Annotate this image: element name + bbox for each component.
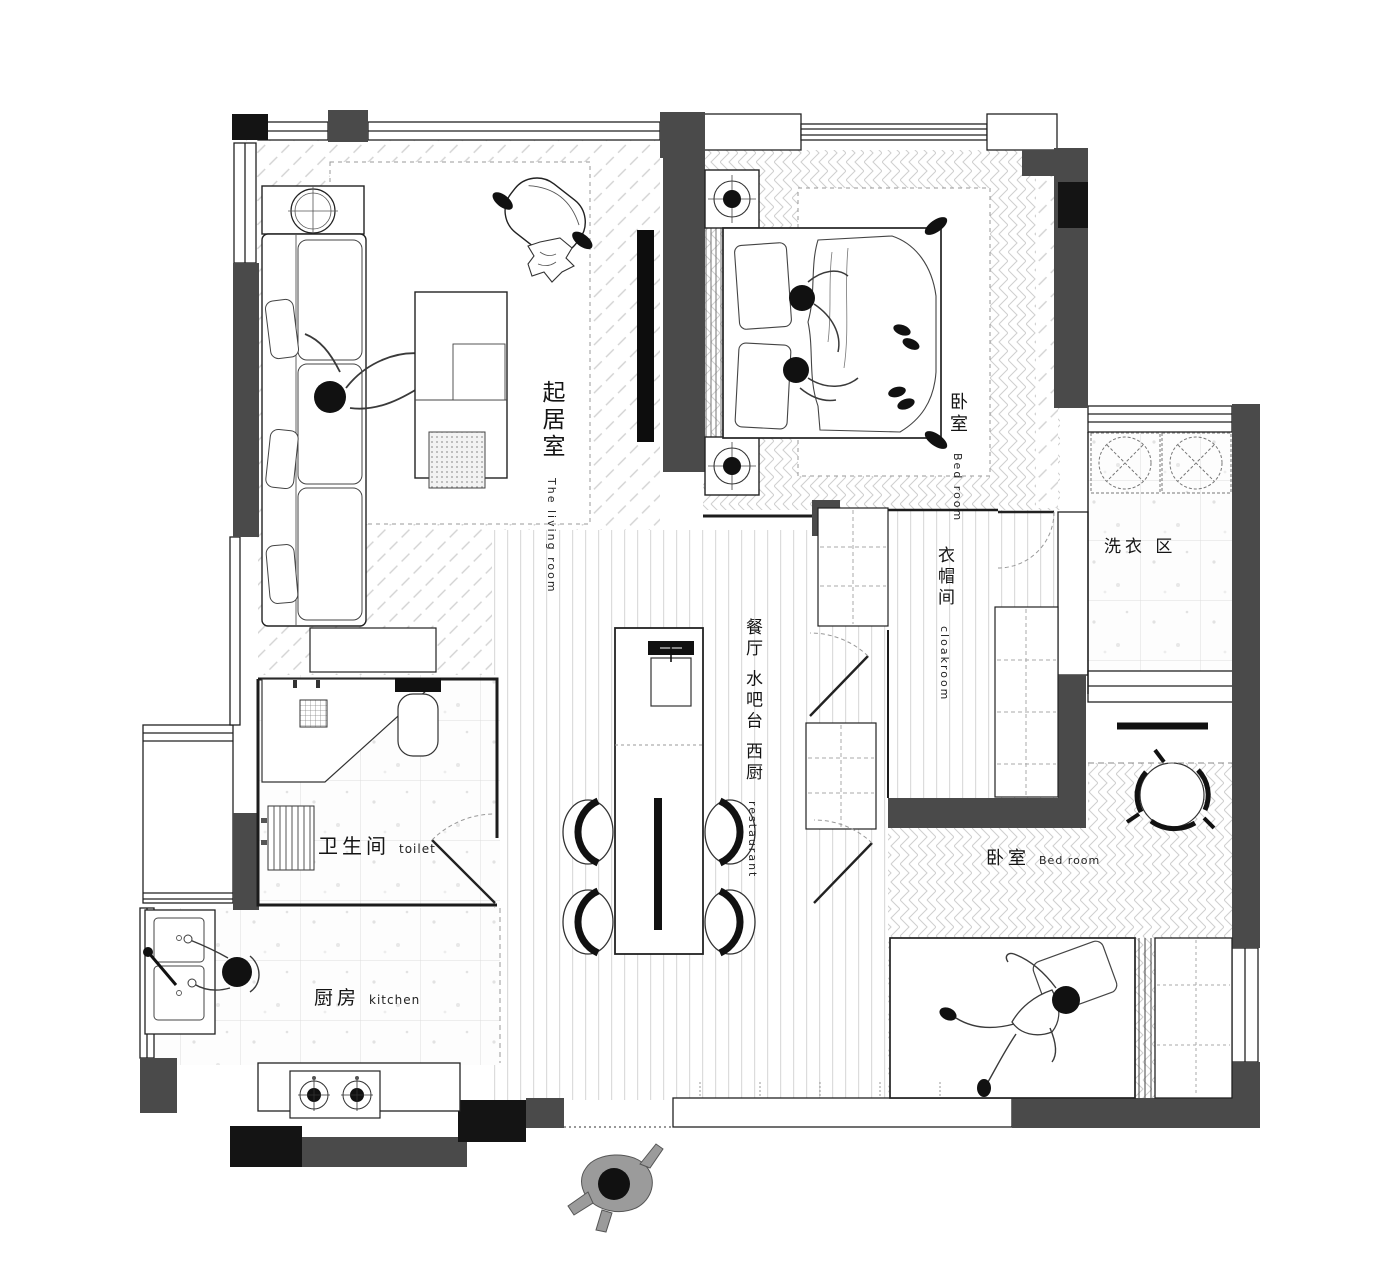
dining-chair-icon [562, 797, 756, 957]
door-hall-upper [809, 632, 869, 717]
hall-cabinet-icon [309, 627, 437, 673]
nightstand-lamp-icon [704, 169, 760, 229]
couple-in-bed-icon [783, 235, 937, 433]
windows [139, 113, 1259, 1128]
door-cloakroom-top [997, 510, 1055, 569]
laundry-label-zh: 洗衣 区 [1104, 537, 1177, 557]
second-bedroom-label-en: Bed room [1039, 854, 1101, 867]
wall-thin-left [229, 536, 241, 726]
cloakroom-label-en: cloakroom [938, 626, 951, 702]
blanket-icon [527, 237, 575, 283]
room-label-toilet: 卫生间 toilet [318, 830, 436, 859]
window-laundry-top [1087, 405, 1233, 433]
window-left-living [233, 142, 257, 264]
walls-black [230, 114, 1088, 1167]
wall-band-desk [1087, 670, 1235, 703]
dining-label-zh: 餐厅 水吧台 西厨 [742, 618, 762, 784]
toilet-label-zh: 卫生间 [318, 834, 390, 858]
shoe-cabinet-icon [672, 1097, 1013, 1128]
entrance [564, 1082, 941, 1128]
toilet-label-en: toilet [399, 842, 436, 856]
tv-icon [637, 230, 654, 442]
curtain-icon [705, 228, 722, 438]
nightstand-lamp-icon [704, 436, 760, 496]
lounge-chair-icon [492, 177, 593, 256]
radiator-icon [261, 805, 315, 871]
window-bedroom2-right [1231, 947, 1259, 1063]
wall-block-bed1-left [702, 113, 802, 151]
room-label-second-bedroom: 卧室 Bed room [986, 844, 1100, 870]
living-room-label-zh: 起居室 [538, 380, 564, 461]
kitchen-label-zh: 厨房 [314, 987, 361, 1009]
master-bedroom-label-zh: 卧室 [947, 392, 968, 436]
window-top-bedroom [800, 123, 988, 141]
room-label-dining: 餐厅 水吧台 西厨 restaurant [740, 618, 765, 878]
wall-block-bed1-right [986, 113, 1058, 151]
shower-icon [261, 678, 428, 783]
cloakroom-label-zh: 衣帽间 [934, 546, 954, 609]
kitchen-sink-icon [143, 909, 216, 1035]
door-hall-lower [813, 819, 873, 904]
person-at-sink-icon [183, 934, 260, 993]
toilet-bowl-icon [395, 678, 441, 757]
dining-label-en: restaurant [746, 800, 759, 879]
door-toilet [431, 813, 496, 904]
room-label-cloakroom: 衣帽间 cloakroom [932, 546, 957, 702]
wall-cavity-cloak-laundry [1057, 511, 1089, 676]
desk-chair-icon [1125, 748, 1216, 832]
window-top-living-1 [257, 121, 329, 141]
room-label-kitchen: 厨房 kitchen [314, 983, 420, 1010]
room-label-laundry: 洗衣 区 [1104, 532, 1176, 557]
living-room-label-en: The living room [545, 478, 558, 594]
room-label-master-bedroom: 卧室 Bed room [944, 392, 970, 522]
person-on-bed-icon [939, 940, 1118, 1097]
island-sink-icon [648, 641, 694, 707]
master-bedroom-label-en: Bed room [951, 453, 964, 523]
washing-machine-icon [1090, 432, 1232, 494]
sofa-icon [261, 233, 367, 627]
wardrobe-cabinet-icon [805, 507, 1059, 830]
person-at-entrance-icon [567, 1143, 664, 1233]
coffee-table-icon [414, 291, 508, 489]
stove-icon [289, 1070, 381, 1119]
kitchen-label-en: kitchen [369, 993, 421, 1007]
side-table-icon [261, 185, 365, 236]
room-label-living-room: 起居室 The living room [534, 380, 568, 594]
second-bedroom-label-zh: 卧室 [986, 848, 1030, 869]
window-top-living-2 [367, 121, 661, 141]
shaft-left [142, 724, 234, 904]
